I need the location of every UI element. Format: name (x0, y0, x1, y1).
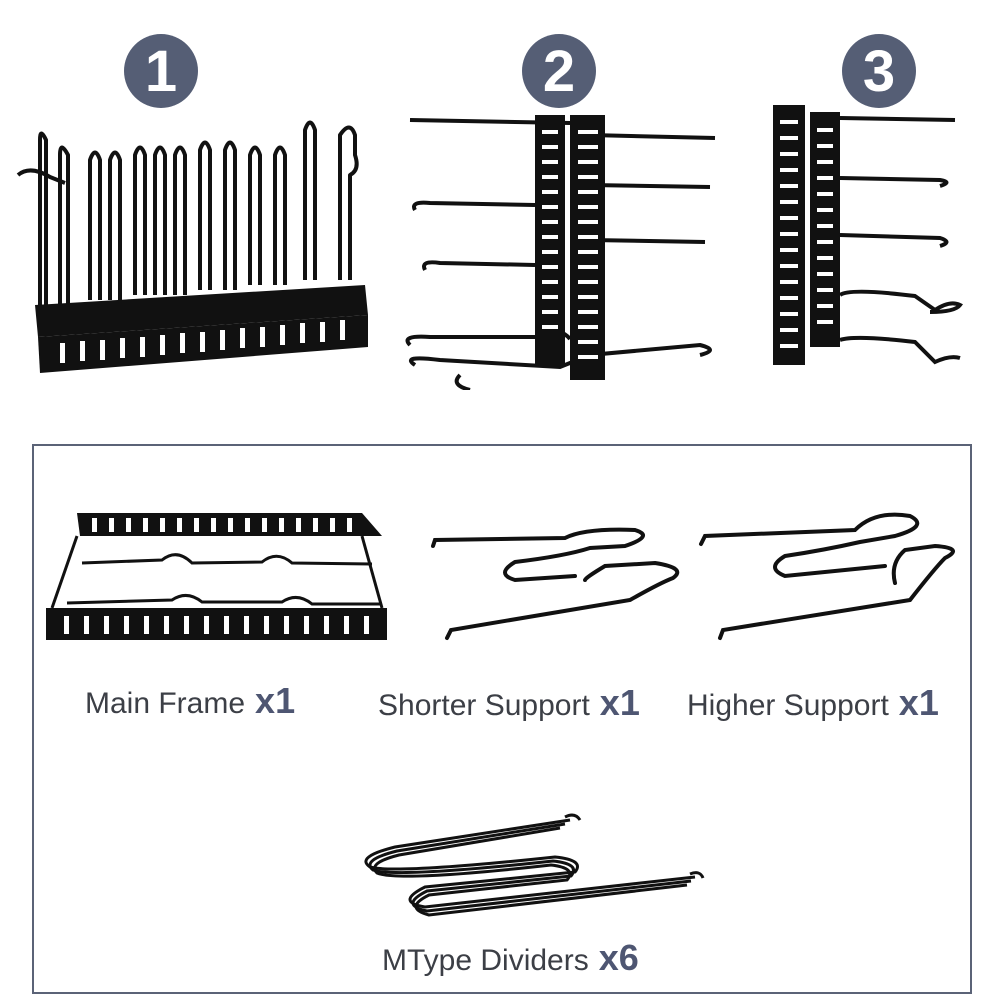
main-frame-illustration (46, 513, 387, 640)
part-caption-higher-support: Higher Support x1 (687, 682, 939, 724)
step-number: 2 (542, 38, 576, 104)
part-label: Shorter Support (378, 689, 590, 722)
part-label: Main Frame (85, 687, 246, 720)
higher-support-illustration (699, 512, 955, 640)
part-label: MType Dividers (382, 944, 589, 977)
step-badge-2: 2 (522, 34, 596, 108)
step-3-illustration (773, 105, 963, 365)
part-caption-shorter-support: Shorter Support x1 (378, 682, 640, 724)
mtype-divider-illustration (364, 813, 705, 917)
part-quantity: x1 (255, 680, 296, 721)
part-quantity: x6 (598, 937, 639, 978)
step-badge-1: 1 (124, 34, 198, 108)
part-quantity: x1 (898, 682, 939, 723)
step-2-illustration (405, 115, 716, 390)
part-label: Higher Support (687, 689, 889, 722)
shorter-support-illustration (431, 527, 680, 640)
step-badge-3: 3 (842, 34, 916, 108)
part-caption-mtype-dividers: MType Dividers x6 (382, 937, 639, 979)
parts-list-box (32, 444, 972, 994)
step-number: 3 (862, 38, 896, 104)
step-number: 1 (144, 38, 178, 104)
part-caption-main-frame: Main Frame x1 (85, 680, 295, 722)
part-quantity: x1 (599, 682, 640, 723)
step-1-illustration (16, 120, 368, 373)
